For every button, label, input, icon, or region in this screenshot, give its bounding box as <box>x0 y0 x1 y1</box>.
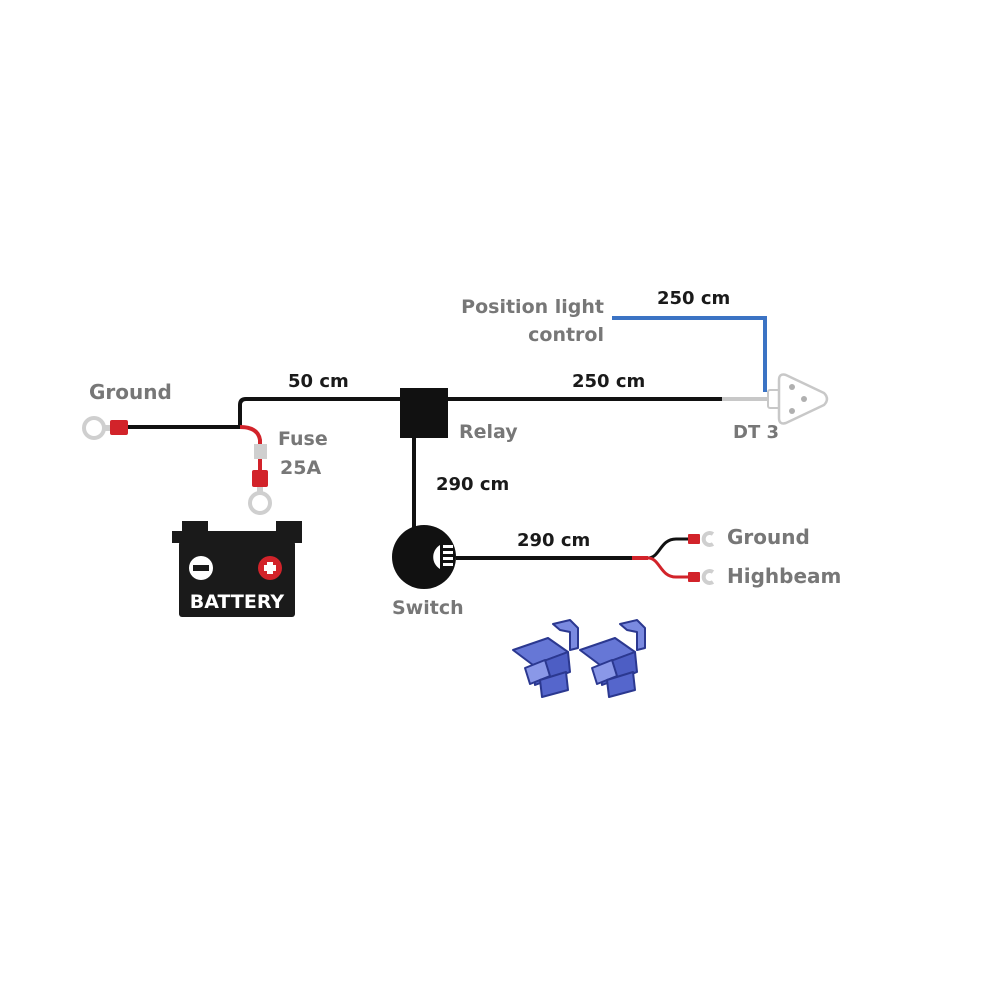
length-290-vertical-label: 290 cm <box>436 474 509 495</box>
length-250-blue-label: 250 cm <box>657 288 730 309</box>
battery-label: BATTERY <box>190 591 285 613</box>
fork-terminal-highbeam <box>701 569 715 585</box>
switch-label: Switch <box>392 597 464 619</box>
relay-box <box>400 388 448 438</box>
tap-connector-icon <box>512 619 579 698</box>
position-light-label: Position light <box>461 296 604 318</box>
fuse-rating-label: 25A <box>280 457 321 479</box>
switch-icon <box>392 525 456 589</box>
switch-output-wire <box>456 531 715 585</box>
position-light-control-label: control <box>528 324 604 346</box>
ground-ring-terminal <box>82 416 128 440</box>
ground-right-label: Ground <box>727 525 810 549</box>
fuse-label: Fuse <box>278 428 328 450</box>
main-wire <box>128 397 768 429</box>
battery-ring-terminal <box>248 491 272 515</box>
fork-terminal-ground <box>701 531 715 547</box>
relay-label: Relay <box>459 421 518 443</box>
dt3-connector-icon <box>767 373 829 425</box>
length-50-label: 50 cm <box>288 371 349 392</box>
length-250-main-label: 250 cm <box>572 371 645 392</box>
length-290-horizontal-label: 290 cm <box>517 530 590 551</box>
dt3-label: DT 3 <box>733 422 779 443</box>
position-light-wire <box>612 316 767 392</box>
highbeam-label: Highbeam <box>727 564 841 588</box>
battery-icon <box>172 521 302 617</box>
fuse-branch <box>239 425 272 515</box>
ground-label: Ground <box>89 380 172 404</box>
tap-connector-icon <box>579 619 646 698</box>
fuse-holder <box>254 444 267 459</box>
